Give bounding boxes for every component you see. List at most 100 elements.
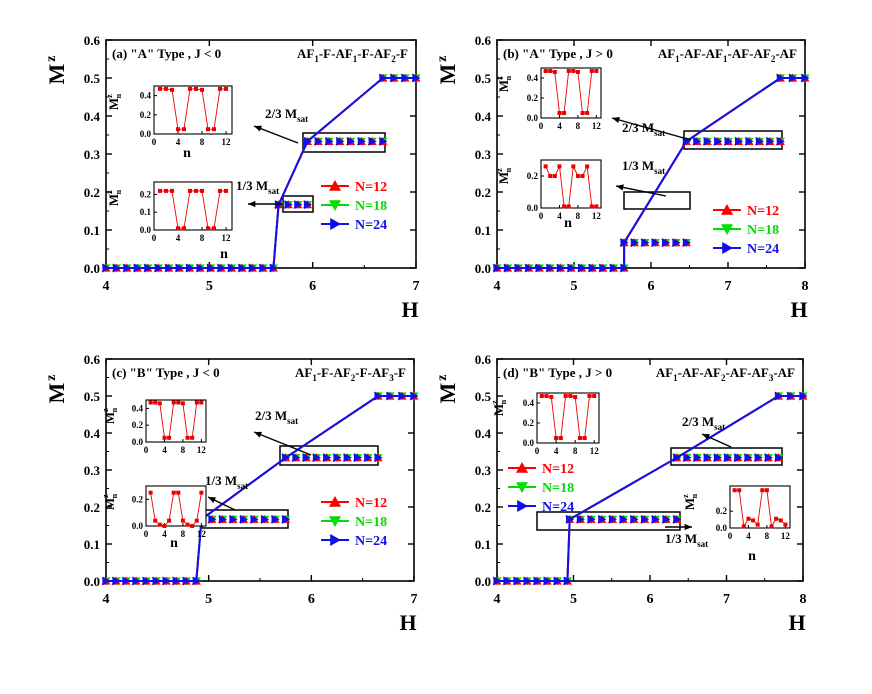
legend-marker xyxy=(330,218,341,230)
inset-point xyxy=(554,436,559,440)
inset-x-tick-label: 12 xyxy=(222,233,232,243)
legend-marker xyxy=(329,180,341,191)
inset-point xyxy=(180,518,185,523)
inset-x-tick-label: 12 xyxy=(592,121,602,131)
data-point xyxy=(250,514,259,524)
annotation-arrow xyxy=(611,117,692,141)
data-point xyxy=(608,514,618,524)
y-tick-label: 0.6 xyxy=(475,352,492,367)
data-point xyxy=(302,453,311,463)
inset-point xyxy=(148,400,153,405)
inset-y-tick-label: 0.2 xyxy=(140,189,152,199)
inset-point xyxy=(182,127,186,132)
inset-y-tick-label: 0.0 xyxy=(132,521,144,531)
data-point xyxy=(152,576,161,586)
inset-point xyxy=(153,400,158,405)
inset-x-tick-label: 4 xyxy=(176,233,181,243)
inset-point xyxy=(552,70,557,74)
arrow-head xyxy=(254,125,262,132)
legend-marker xyxy=(329,516,341,527)
inset-x-tick-label: 0 xyxy=(144,445,149,455)
inset-y-tick-label: 0.0 xyxy=(523,438,535,448)
inset-x-tick-label: 0 xyxy=(539,121,544,131)
inset-x-label: n xyxy=(170,536,178,551)
inset-y-tick-label: 0.2 xyxy=(527,93,539,103)
inset-x-tick-label: 8 xyxy=(181,529,186,539)
y-tick-label: 0.2 xyxy=(84,185,100,200)
inset-point xyxy=(218,188,222,193)
inset-point xyxy=(188,86,192,91)
inset-point xyxy=(206,226,210,231)
chain-label: AF1-F-AF2-F-AF3-F xyxy=(295,365,406,383)
data-point xyxy=(578,263,587,273)
data-point xyxy=(533,576,542,586)
data-point xyxy=(175,263,184,273)
legend-label: N=12 xyxy=(542,462,574,477)
inset-point xyxy=(190,435,195,440)
inset-x-tick-label: 4 xyxy=(162,529,167,539)
data-point xyxy=(801,73,810,83)
data-point xyxy=(754,453,763,463)
inset-point xyxy=(562,204,567,209)
data-point xyxy=(672,238,681,248)
data-point xyxy=(172,576,181,586)
plateau-box-one-third xyxy=(282,195,314,213)
data-point xyxy=(142,576,151,586)
data-point xyxy=(774,391,784,401)
inset-x-label: n xyxy=(183,146,191,161)
inset-point xyxy=(199,490,204,495)
inset-point xyxy=(194,400,199,405)
inset-point xyxy=(185,435,190,440)
legend-label: N=24 xyxy=(355,218,387,233)
data-point xyxy=(261,514,270,524)
annotation-label: 1/3 Msat xyxy=(665,531,708,549)
data-point xyxy=(693,453,702,463)
inset-y-tick-label: 0.4 xyxy=(527,73,539,83)
data-point xyxy=(312,453,321,463)
data-point xyxy=(588,263,597,273)
data-point xyxy=(112,576,121,586)
inset-y-label: Mzn xyxy=(105,189,123,206)
y-tick-label: 0.0 xyxy=(475,574,491,589)
inset-point xyxy=(585,164,590,169)
inset-point xyxy=(539,394,544,398)
data-point xyxy=(374,453,383,463)
inset-point xyxy=(575,174,580,178)
inset-point xyxy=(543,69,548,73)
legend-marker xyxy=(329,200,341,211)
inset-x-tick-label: 8 xyxy=(765,531,770,541)
x-axis-label: H xyxy=(788,610,805,635)
inset-point xyxy=(573,395,578,399)
legend-marker xyxy=(516,482,528,493)
data-point xyxy=(282,453,291,463)
inset-point xyxy=(587,394,592,398)
x-tick-label: 6 xyxy=(648,279,655,294)
inset-point xyxy=(769,524,774,529)
data-point xyxy=(401,73,410,83)
inset-point xyxy=(199,400,204,405)
data-point xyxy=(563,576,572,586)
y-tick-label: 0.1 xyxy=(475,537,491,552)
data-point xyxy=(745,136,754,146)
inset-point xyxy=(176,490,181,495)
inset-x-tick-label: 8 xyxy=(576,121,581,131)
inset-point xyxy=(549,395,554,399)
inset-y-tick-label: 0.2 xyxy=(716,506,728,516)
inset-point xyxy=(180,401,185,406)
data-point xyxy=(567,263,576,273)
inset-y-label: Mzn xyxy=(490,399,508,416)
y-tick-label: 0.3 xyxy=(84,147,101,162)
x-tick-label: 5 xyxy=(206,279,213,294)
inset-x-tick-label: 0 xyxy=(539,211,544,221)
inset-point xyxy=(190,524,195,528)
data-point xyxy=(165,263,174,273)
legend-marker xyxy=(330,534,341,546)
y-tick-label: 0.0 xyxy=(84,574,100,589)
data-point xyxy=(343,453,352,463)
